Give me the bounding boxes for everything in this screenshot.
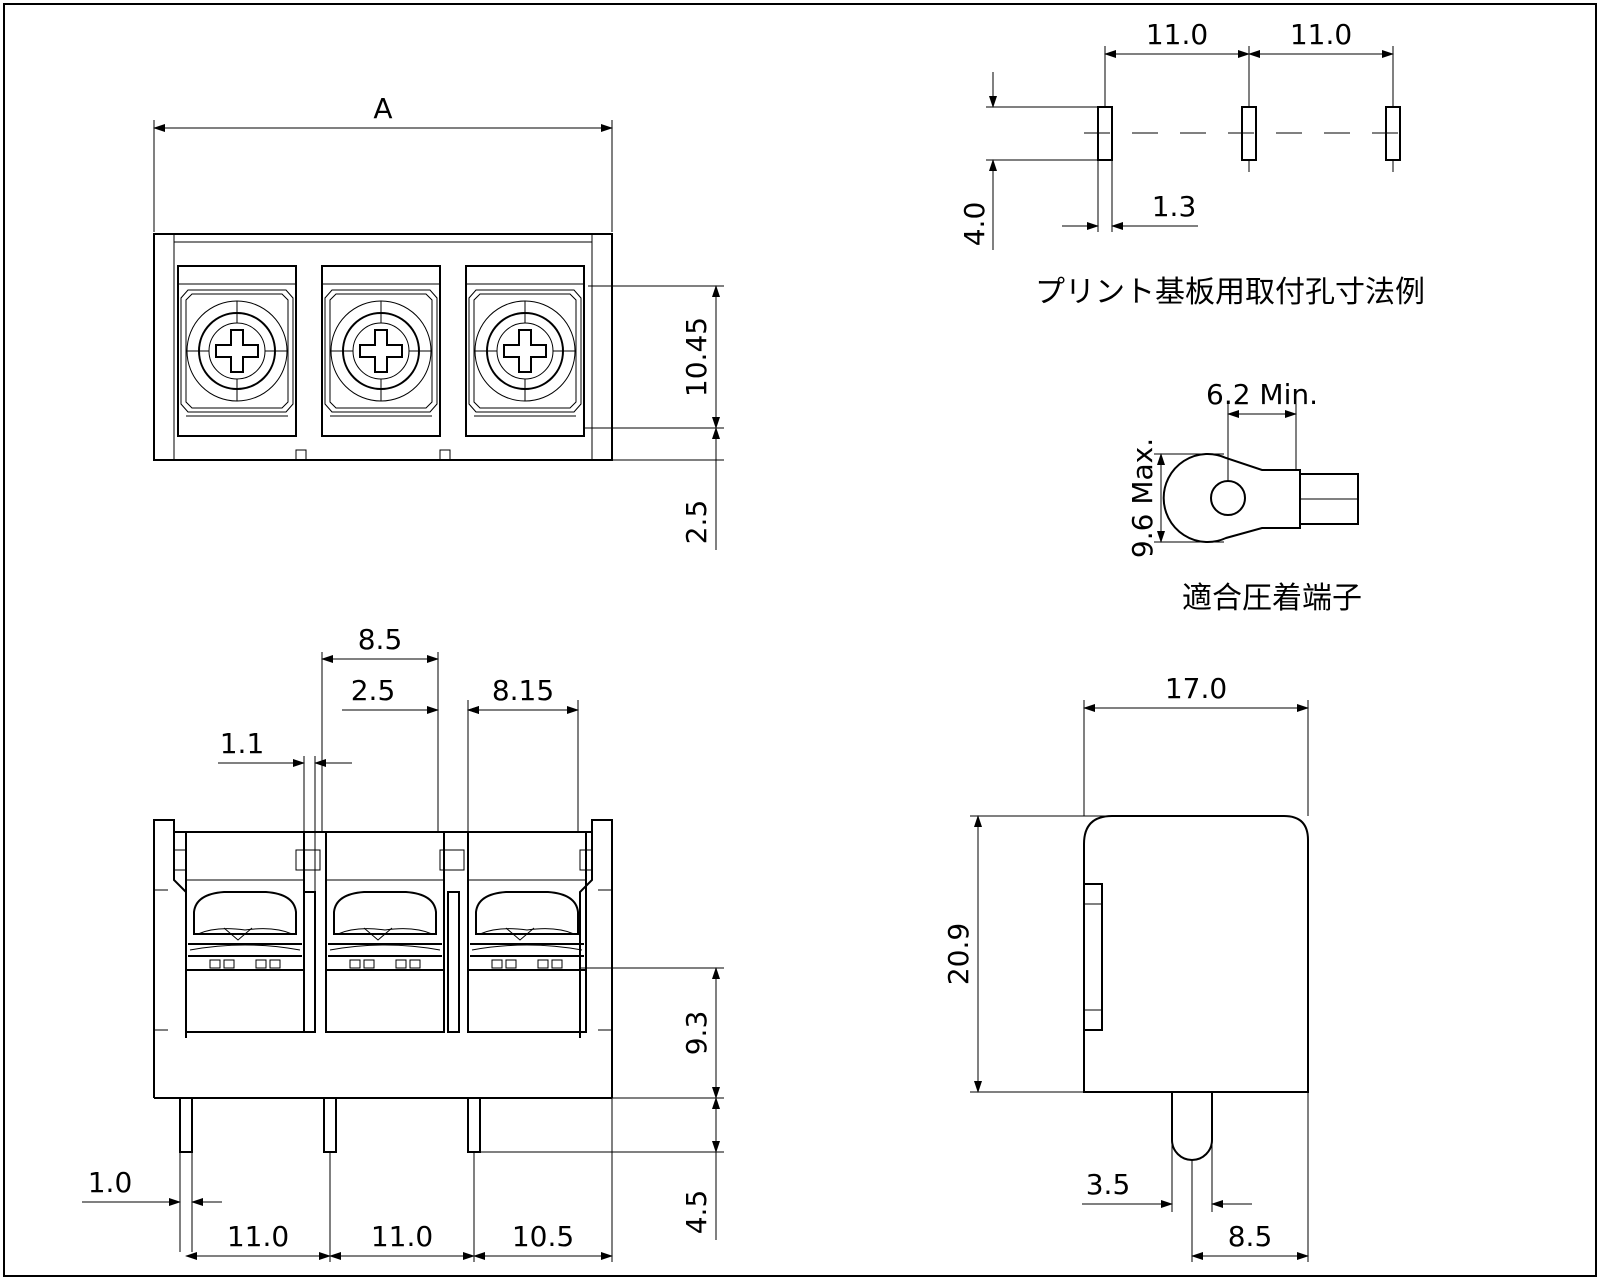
- side-view-body: [1083, 815, 1309, 1093]
- dim-lower-offset: 2.5: [680, 500, 713, 545]
- crimp-ring-hole: [1210, 480, 1246, 516]
- dim-pcb-pitch-2: 11.0: [1290, 18, 1352, 51]
- barrier-1: [303, 891, 316, 1033]
- crimp-ring-outline: [1162, 453, 1301, 543]
- front-pin-3: [467, 1097, 481, 1153]
- front-terminal-1: [185, 831, 305, 1033]
- dim-pcb-pitch-1: 11.0: [1146, 18, 1208, 51]
- front-pin-1: [179, 1097, 193, 1153]
- crimp-terminal-caption: 適合圧着端子: [1182, 581, 1362, 616]
- dim-ring-height: 9.6 Max.: [1126, 438, 1159, 558]
- dim-pin-position: 8.5: [1228, 1220, 1273, 1253]
- dim-overall-width: A: [373, 92, 392, 125]
- side-view-tab: [1083, 883, 1103, 1031]
- dim-front-pitch-2: 11.0: [371, 1220, 433, 1253]
- dim-side-depth: 17.0: [1165, 672, 1227, 705]
- dim-pin-offset: 3.5: [1086, 1168, 1131, 1201]
- barrier-2: [447, 891, 460, 1033]
- dim-height-above-pcb: 9.3: [680, 1011, 713, 1056]
- screw-terminal-1: [177, 265, 297, 437]
- dim-pin-length: 4.5: [680, 1190, 713, 1235]
- dim-cell-width: 8.15: [492, 674, 554, 707]
- dim-ring-width: 6.2 Min.: [1206, 378, 1318, 411]
- screw-terminal-2: [321, 265, 441, 437]
- front-pin-2: [323, 1097, 337, 1153]
- side-view: 17.0 20.9 3.5 8.5: [942, 672, 1309, 1262]
- front-terminal-3: [467, 831, 587, 1033]
- top-view: A 10.45 2.5: [153, 92, 724, 550]
- dim-barrier-pitch: 8.5: [358, 623, 403, 656]
- drawing-frame: [3, 3, 1597, 1277]
- dim-pin-width: 1.0: [88, 1166, 133, 1199]
- dim-front-end-pitch: 10.5: [512, 1220, 574, 1253]
- dim-hole-length: 4.0: [958, 202, 991, 247]
- pcb-layout: 11.0 11.0 1.3 4.0 プリント基板用取付孔寸法例: [958, 18, 1425, 310]
- screw-terminal-3: [465, 265, 585, 437]
- front-view: 8.5 2.5 8.15 1.1 9.3 4.5 1.0: [82, 623, 724, 1262]
- dim-hole-width: 1.3: [1152, 190, 1197, 223]
- dim-side-height: 20.9: [942, 923, 975, 985]
- crimp-terminal: 6.2 Min. 9.6 Max. 適合圧着端子: [1126, 378, 1362, 616]
- pcb-layout-caption: プリント基板用取付孔寸法例: [1035, 275, 1425, 310]
- dim-screw-area-height: 10.45: [680, 317, 713, 397]
- front-terminal-2: [325, 831, 445, 1033]
- dim-barrier-thickness: 1.1: [220, 727, 265, 760]
- dim-barrier-gap: 2.5: [351, 674, 396, 707]
- side-view-pin: [1171, 1092, 1213, 1161]
- top-view-body: [153, 233, 613, 461]
- dim-front-pitch-1: 11.0: [227, 1220, 289, 1253]
